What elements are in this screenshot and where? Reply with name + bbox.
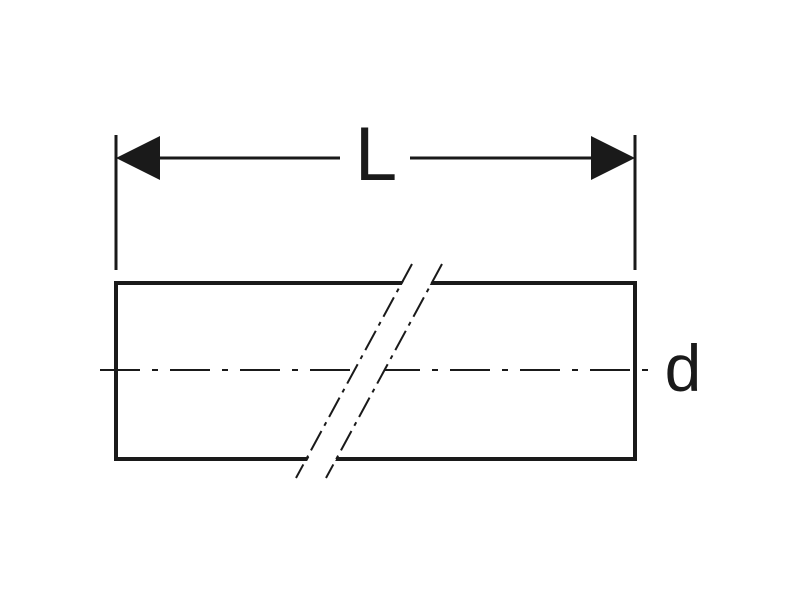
break-line-right (325, 263, 443, 479)
left-arrowhead-icon (116, 136, 160, 180)
diameter-label: d (665, 331, 702, 405)
break-line-left (295, 263, 413, 479)
right-arrowhead-icon (591, 136, 635, 180)
length-label: L (355, 112, 397, 197)
break-gap (298, 266, 440, 478)
